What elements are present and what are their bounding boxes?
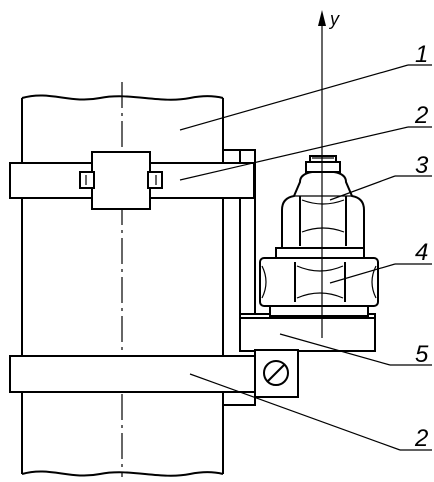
leader-lines	[179, 64, 432, 451]
y-axis	[318, 10, 326, 338]
cap-nut	[281, 155, 365, 249]
clamp-lower	[9, 349, 299, 398]
clamp-upper	[9, 151, 255, 210]
callout-3: 3	[415, 152, 429, 179]
callout-2-lower: 2	[414, 425, 428, 452]
hex-nut	[259, 247, 379, 317]
callout-2-upper: 2	[414, 102, 428, 129]
callout-4: 4	[415, 239, 428, 266]
callout-1: 1	[415, 41, 428, 68]
callout-5: 5	[415, 341, 429, 368]
y-axis-label: y	[328, 9, 340, 29]
